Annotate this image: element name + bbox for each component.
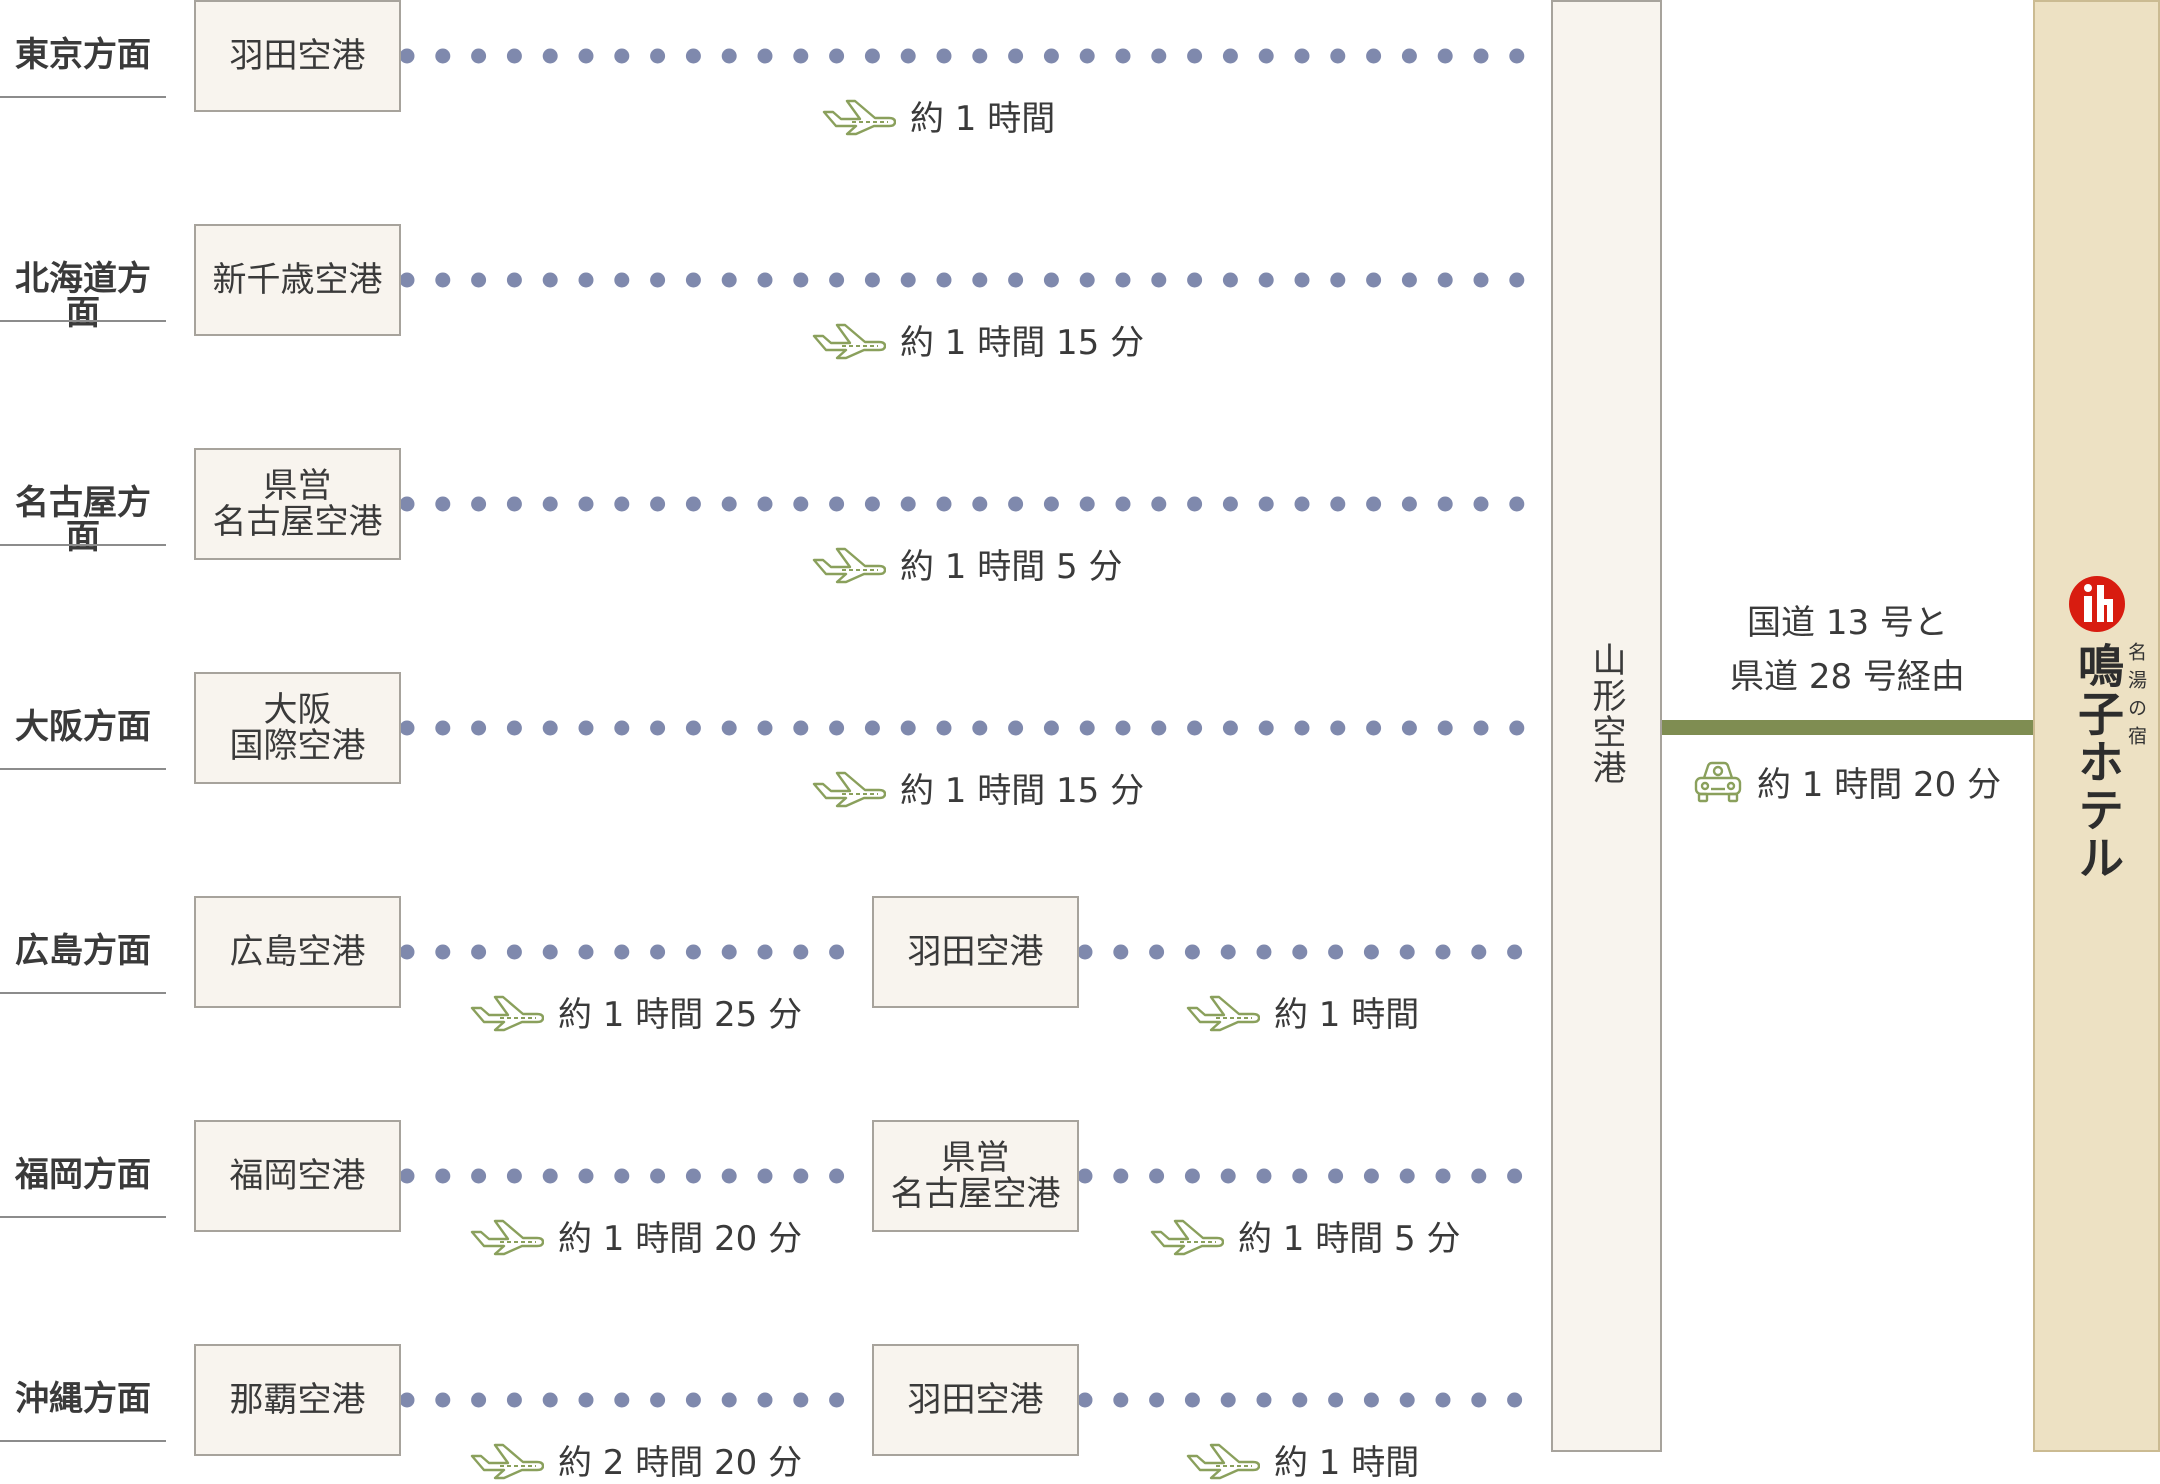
airplane-icon xyxy=(470,1443,544,1479)
flight-route-dots xyxy=(401,944,845,960)
car-icon xyxy=(1694,761,1742,802)
transfer-airport-box-label: 羽田空港 xyxy=(907,1380,1044,1420)
region-underline xyxy=(0,992,166,994)
origin-airport-box: 大阪 国際空港 xyxy=(194,672,401,784)
region-label: 東京方面 xyxy=(15,35,151,75)
flight-duration: 約 1 時間 xyxy=(822,91,1055,140)
region-underline xyxy=(0,768,166,770)
flight-route-dots xyxy=(401,1168,845,1184)
region-label: 名古屋方面 xyxy=(15,483,151,557)
yamagata-airport-box: 山形空港 xyxy=(1551,0,1662,1452)
airplane-icon xyxy=(1150,1219,1224,1255)
airplane-icon xyxy=(470,995,544,1031)
origin-airport-box-label: 羽田空港 xyxy=(229,36,366,76)
flight-route-dots xyxy=(401,48,1525,64)
region-label: 大阪方面 xyxy=(15,707,151,747)
yamagata-airport-label: 山形空港 xyxy=(1586,642,1626,786)
region-underline xyxy=(0,544,166,546)
flight-duration-text: 約 2 時間 20 分 xyxy=(558,1443,803,1483)
flight-route-dots xyxy=(401,720,1525,736)
origin-airport-box-label: 広島空港 xyxy=(229,932,366,972)
region-underline xyxy=(0,1440,166,1442)
origin-airport-box-label: 県営 名古屋空港 xyxy=(212,466,383,542)
flight-duration: 約 1 時間 20 分 xyxy=(470,1211,802,1260)
origin-airport-box: 新千歳空港 xyxy=(194,224,401,336)
road-route-label: 国道 13 号と 県道 28 号経由 xyxy=(1730,603,1965,697)
region-label: 広島方面 xyxy=(15,931,151,971)
road-duration-text: 約 1 時間 20 分 xyxy=(1757,765,2002,805)
region-label: 福岡方面 xyxy=(15,1155,151,1195)
airplane-icon xyxy=(812,547,886,583)
airplane-icon xyxy=(1186,1443,1260,1479)
region-label: 北海道方面 xyxy=(15,259,151,333)
flight-route-dots xyxy=(1079,944,1523,960)
flight-route-dots xyxy=(1079,1168,1523,1184)
origin-airport-box: 福岡空港 xyxy=(194,1120,401,1232)
hotel-subtitle: 名湯の宿 xyxy=(2125,642,2147,754)
flight-duration: 約 1 時間 5 分 xyxy=(1150,1211,1461,1260)
flight-duration: 約 1 時間 5 分 xyxy=(812,539,1123,588)
origin-airport-box-label: 福岡空港 xyxy=(229,1156,366,1196)
airplane-icon xyxy=(822,99,896,135)
transfer-airport-box: 県営 名古屋空港 xyxy=(872,1120,1079,1232)
transfer-airport-box: 羽田空港 xyxy=(872,896,1079,1008)
flight-duration: 約 1 時間 xyxy=(1186,1435,1419,1484)
flight-duration: 約 1 時間 15 分 xyxy=(812,315,1144,364)
hotel-name: 鳴子ホテル xyxy=(2071,642,2125,882)
origin-airport-box: 広島空港 xyxy=(194,896,401,1008)
airplane-icon xyxy=(812,323,886,359)
flight-duration: 約 1 時間 25 分 xyxy=(470,987,802,1036)
flight-duration: 約 2 時間 20 分 xyxy=(470,1435,802,1484)
flight-duration-text: 約 1 時間 25 分 xyxy=(558,995,803,1035)
transfer-airport-box-label: 羽田空港 xyxy=(907,932,1044,972)
flight-duration-text: 約 1 時間 20 分 xyxy=(558,1219,803,1259)
road-duration: 約 1 時間 20 分 xyxy=(1693,757,2001,806)
airplane-icon xyxy=(1186,995,1260,1031)
airplane-icon xyxy=(470,1219,544,1255)
region-underline xyxy=(0,320,166,322)
flight-duration: 約 1 時間 15 分 xyxy=(812,763,1144,812)
flight-route-dots xyxy=(401,1392,845,1408)
origin-airport-box: 那覇空港 xyxy=(194,1344,401,1456)
transfer-airport-box: 羽田空港 xyxy=(872,1344,1079,1456)
origin-airport-box-label: 那覇空港 xyxy=(229,1380,366,1420)
flight-route-dots xyxy=(401,272,1525,288)
origin-airport-box: 県営 名古屋空港 xyxy=(194,448,401,560)
flight-route-dots xyxy=(401,496,1525,512)
hotel-panel: 名湯の宿 鳴子ホテル xyxy=(2033,0,2160,1452)
flight-duration-text: 約 1 時間 xyxy=(1274,995,1420,1035)
region-underline xyxy=(0,96,166,98)
flight-duration-text: 約 1 時間 15 分 xyxy=(900,771,1145,811)
road-connector xyxy=(1662,720,2033,735)
origin-airport-box: 羽田空港 xyxy=(194,0,401,112)
flight-duration: 約 1 時間 xyxy=(1186,987,1419,1036)
origin-airport-box-label: 新千歳空港 xyxy=(212,260,383,300)
flight-duration-text: 約 1 時間 xyxy=(1274,1443,1420,1483)
hotel-logo-icon xyxy=(2069,576,2125,632)
airplane-icon xyxy=(812,771,886,807)
region-underline xyxy=(0,1216,166,1218)
transfer-airport-box-label: 県営 名古屋空港 xyxy=(890,1138,1061,1214)
flight-duration-text: 約 1 時間 5 分 xyxy=(900,547,1123,587)
region-label: 沖縄方面 xyxy=(15,1379,151,1419)
origin-airport-box-label: 大阪 国際空港 xyxy=(229,690,366,766)
flight-duration-text: 約 1 時間 5 分 xyxy=(1238,1219,1461,1259)
flight-duration-text: 約 1 時間 15 分 xyxy=(900,323,1145,363)
flight-duration-text: 約 1 時間 xyxy=(910,99,1056,139)
flight-route-dots xyxy=(1079,1392,1523,1408)
